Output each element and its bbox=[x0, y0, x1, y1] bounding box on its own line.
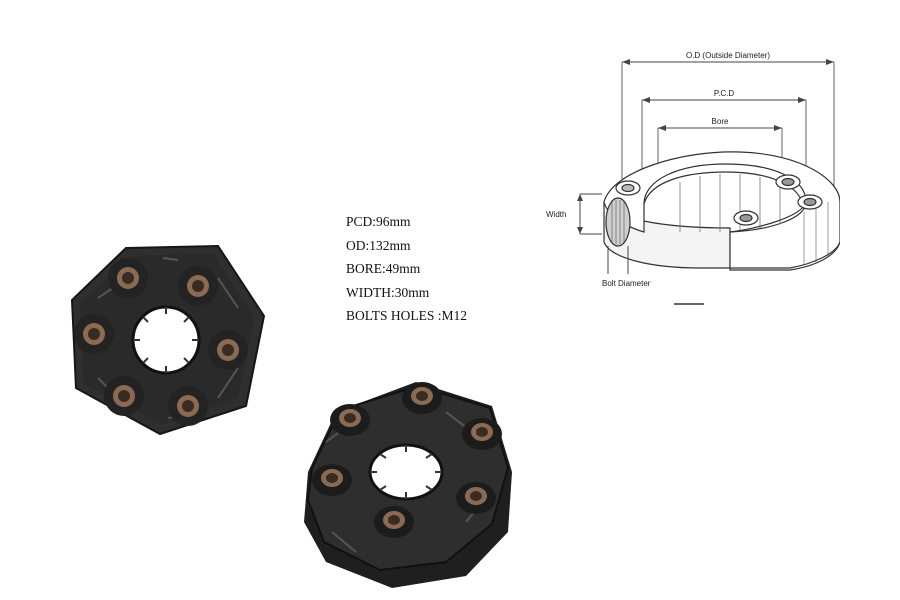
bolt-bushings bbox=[74, 258, 248, 426]
flex-coupling-photo-angled bbox=[304, 382, 512, 588]
pcd-label: P.C.D bbox=[714, 89, 735, 98]
bolt-diameter-label: Bolt Diameter bbox=[602, 279, 651, 288]
spec-od: OD:132mm bbox=[346, 237, 411, 253]
bore-splines bbox=[370, 445, 442, 499]
diagram-bolt-holes bbox=[605, 174, 823, 247]
bore-label: Bore bbox=[712, 117, 729, 126]
flex-coupling-photo-front bbox=[70, 244, 266, 436]
flange-drawing bbox=[603, 151, 840, 271]
flange-dimension-diagram: O.D (Outside Diameter) P.C.D Bore Width … bbox=[546, 51, 840, 305]
width-dimension-line bbox=[579, 193, 602, 235]
dimension-arrowheads bbox=[577, 59, 834, 234]
width-label: Width bbox=[546, 210, 566, 219]
od-label: O.D (Outside Diameter) bbox=[686, 51, 770, 60]
coupling-bore bbox=[131, 305, 201, 375]
od-extension-lines bbox=[621, 62, 835, 217]
spec-list: PCD:96mm OD:132mm BORE:49mm WIDTH:30mm B… bbox=[346, 215, 467, 333]
coupling-bore bbox=[368, 443, 444, 501]
spec-bolt-holes: BOLTS HOLES :M12 bbox=[346, 308, 468, 323]
spec-bore: BORE:49mm bbox=[346, 261, 421, 276]
bolt-bushings bbox=[312, 382, 502, 538]
bolt-diameter-leader bbox=[607, 246, 629, 274]
spec-pcd: PCD:96mm bbox=[346, 214, 411, 229]
bore-splines bbox=[133, 307, 199, 373]
spec-width: WIDTH:30mm bbox=[346, 284, 430, 300]
